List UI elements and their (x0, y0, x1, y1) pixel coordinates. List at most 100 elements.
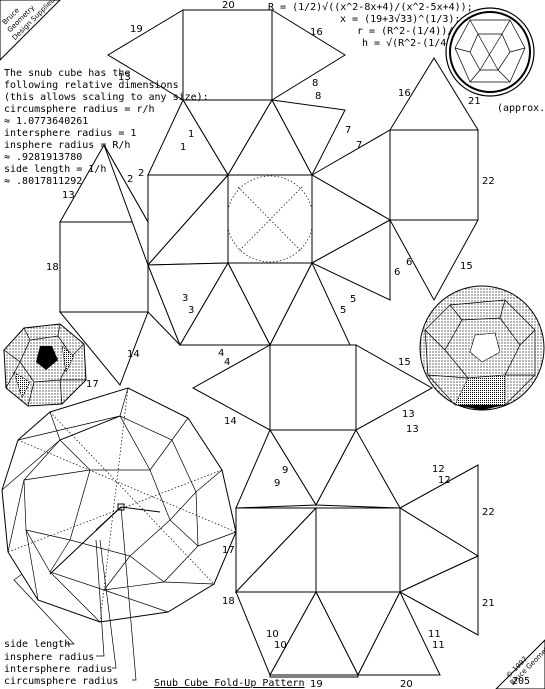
edge-label: 12 (432, 464, 445, 475)
intro-line: circumsphere radius = r/h (4, 104, 155, 115)
edge-label: 20 (222, 0, 235, 11)
net-bottom-edge (269, 674, 359, 678)
edge-label: 10 (274, 640, 287, 651)
snub-cube-sphere-icon: (approx.) (445, 7, 545, 114)
edge-label: 4 (224, 357, 230, 368)
intro-line: side length = 1/h (4, 164, 106, 175)
edge-label: 18 (46, 262, 59, 273)
net-triangle (271, 9, 346, 101)
net-triangle (191, 344, 271, 431)
edge-label: 11 (432, 640, 445, 651)
net-square-top (182, 9, 273, 101)
approx-label: (approx.) (497, 103, 545, 114)
edge-label: 8 (312, 78, 318, 89)
net-triangle (235, 428, 317, 509)
edge-label: 7 (356, 140, 362, 151)
edge-label: 13 (62, 190, 75, 201)
edge-label: 7 (345, 125, 351, 136)
edge-label: 15 (460, 261, 473, 272)
edge-label: 10 (266, 629, 279, 640)
formula-line: r = (R^2-(1/4))/R; (357, 26, 465, 37)
legend-insphere: insphere radius (4, 652, 94, 663)
net-triangle (398, 555, 479, 636)
edge-label: 14 (127, 349, 140, 360)
net-square-left (59, 221, 149, 313)
edge-label: 5 (350, 294, 356, 305)
dimensions-text: The snub cube has the following relative… (4, 68, 209, 187)
net-triangle (271, 99, 346, 177)
net-square-bottom (315, 507, 401, 593)
brand-logo: Bruce Geometry Design Supplied (0, 0, 61, 61)
formula-line: h = √(R^2-(1/4)) (362, 37, 458, 49)
edge-label: 16 (398, 88, 411, 99)
caption: Snub Cube Fold-Up Pattern (154, 678, 305, 689)
net-triangle (179, 261, 271, 346)
net-triangle (357, 590, 441, 676)
copyright-badge: © 1997 Bruce Geometry 205 (495, 639, 545, 689)
intro-line: insphere radius = R/h (4, 140, 130, 151)
edge-label: 19 (310, 679, 323, 689)
edge-label: 17 (86, 379, 99, 390)
edge-label: 6 (394, 267, 400, 278)
net-triangle (389, 57, 479, 131)
intro-line: following relative dimensions (4, 80, 179, 91)
net-square-center (227, 174, 313, 264)
net-triangle (315, 428, 401, 509)
edge-label: 2 (127, 174, 133, 185)
snub-cube-net (58, 9, 480, 678)
net-triangle (58, 311, 149, 386)
edge-label: 13 (406, 424, 419, 435)
formula-line: R = (1/2)√((x^2-8x+4)/(x^2-5x+4)); (268, 1, 473, 13)
edge-label: 3 (188, 305, 194, 316)
net-triangle (107, 9, 184, 101)
net-triangle (103, 144, 149, 266)
edge-labels: 20 16 19 13 8 8 1 1 7 7 16 21 2 2 13 22 … (46, 0, 495, 689)
edge-label: 11 (428, 629, 441, 640)
edge-label: 21 (482, 598, 495, 609)
edge-label: 14 (224, 416, 237, 427)
shaded-model-left (3, 323, 87, 407)
formula-block: R = (1/2)√((x^2-8x+4)/(x^2-5x+4)); x = (… (268, 1, 473, 49)
edge-label: 8 (315, 91, 321, 102)
intro-line: ≈ .8017811292 (4, 176, 82, 187)
wireframe-model (1, 387, 237, 623)
intro-line: The snub cube has the (4, 68, 130, 79)
intro-line: (this allows scaling to any size): (4, 92, 209, 103)
legend-intersphere: intersphere radius (4, 664, 112, 675)
edge-label: 21 (468, 96, 481, 107)
edge-label: 4 (218, 348, 224, 359)
edge-label: 22 (482, 507, 495, 518)
net-square-right (389, 129, 479, 221)
edge-label: 12 (438, 475, 451, 486)
edge-label: 6 (406, 257, 412, 268)
net-triangle (310, 219, 391, 301)
page-number: 205 (512, 676, 530, 687)
edge-label: 15 (398, 357, 411, 368)
edge-label: 1 (180, 142, 186, 153)
edge-label: 9 (282, 465, 288, 476)
edge-label: 3 (182, 293, 188, 304)
edge-label: 9 (274, 478, 280, 489)
edge-label: 5 (340, 305, 346, 316)
edge-label: 18 (222, 596, 235, 607)
legend-circumsphere: circumsphere radius (4, 676, 118, 687)
net-triangle (389, 219, 479, 302)
intro-line: ≈ .9281913780 (4, 152, 82, 163)
shaded-model-right (419, 285, 545, 411)
edge-label: 13 (118, 72, 131, 83)
intro-line: ≈ 1.0773640261 (4, 116, 88, 127)
net-square-middle (269, 344, 357, 431)
net-triangle (355, 344, 434, 431)
edge-label: 13 (402, 409, 415, 420)
edge-label: 2 (138, 168, 144, 179)
legend-side: side length (4, 639, 70, 650)
edge-label: 22 (482, 176, 495, 187)
legend: side length insphere radius intersphere … (4, 506, 137, 687)
edge-label: 19 (130, 24, 143, 35)
edge-label: 1 (188, 129, 194, 140)
formula-line: x = (19+3√33)^(1/3); (340, 13, 460, 25)
edge-label: 16 (310, 27, 323, 38)
edge-label: 20 (400, 679, 413, 689)
intro-line: intersphere radius = 1 (4, 128, 136, 139)
